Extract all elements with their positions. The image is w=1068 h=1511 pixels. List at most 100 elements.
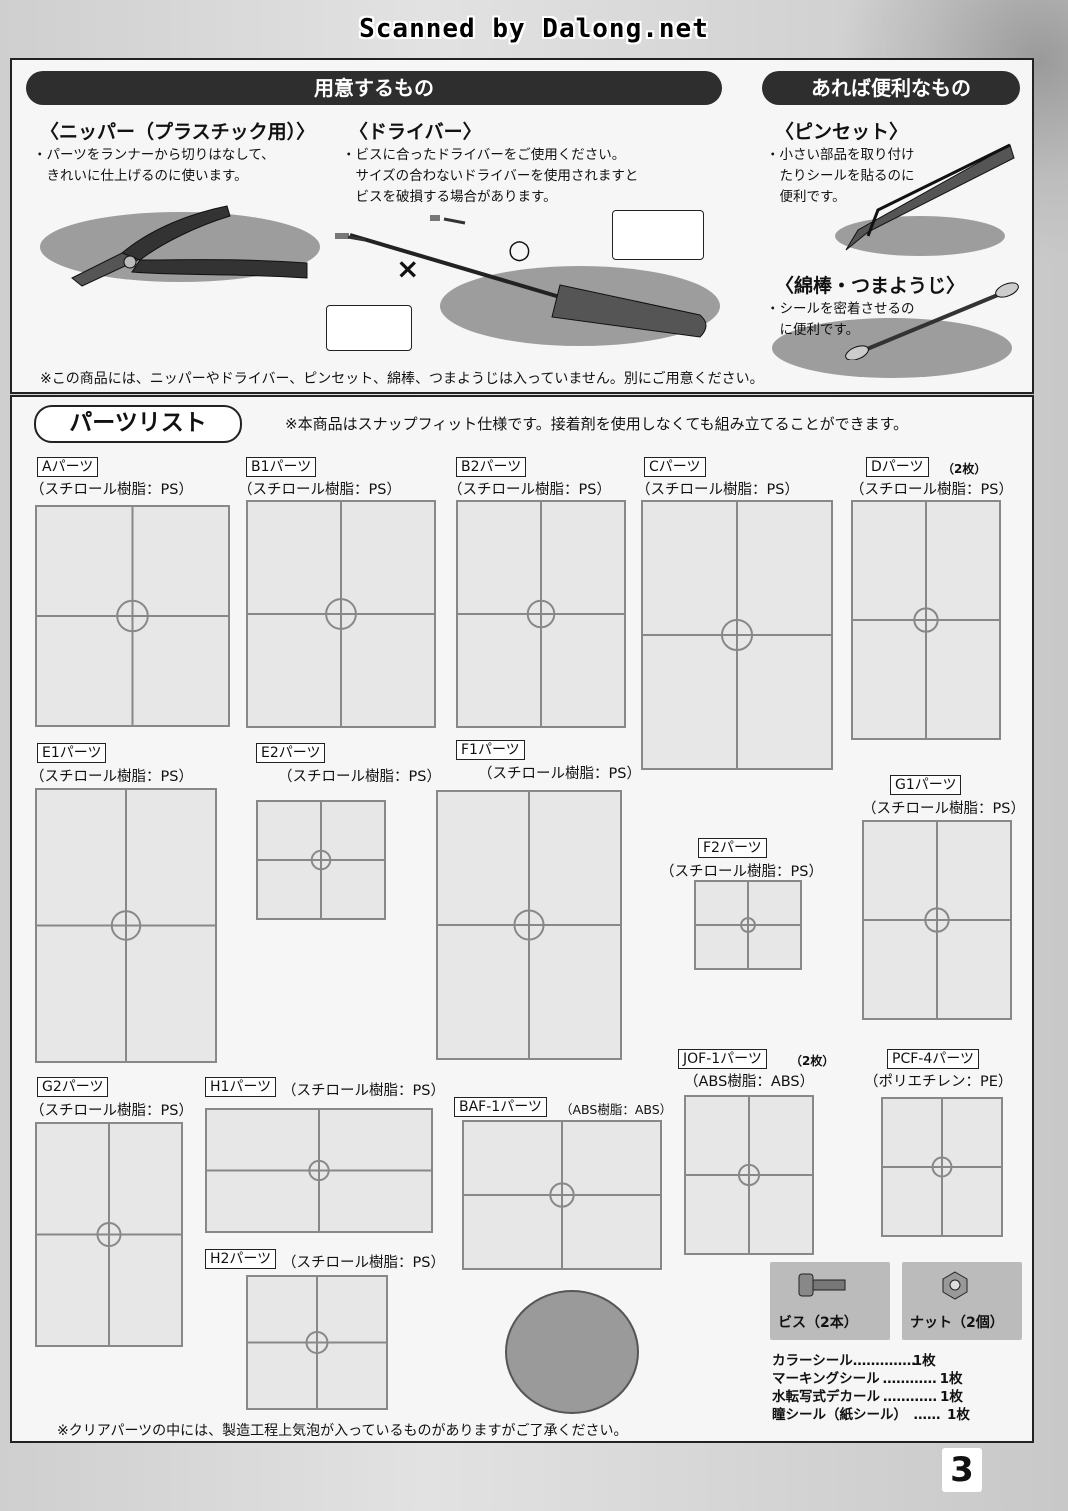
- optional-tools-header: あれば便利なもの: [762, 71, 1020, 105]
- runner-d-count: （2枚）: [942, 462, 987, 476]
- runner-baf1-material: （ABS樹脂：ABS）: [560, 1102, 673, 1117]
- runner-h1-diagram: [205, 1108, 433, 1233]
- runner-b2-material: （スチロール樹脂：PS）: [448, 482, 611, 498]
- screw-label: ビス（2本）: [778, 1315, 858, 1331]
- runner-b1-diagram: [246, 500, 436, 728]
- sprue-lines: [37, 790, 215, 1061]
- runner-h2-material: （スチロール樹脂：PS）: [282, 1255, 445, 1271]
- sprue-lines: [37, 1124, 181, 1345]
- ok-mark: ○: [508, 235, 531, 265]
- runner-b2-diagram: [456, 500, 626, 728]
- runner-d-material: （スチロール樹脂：PS）: [850, 482, 1013, 498]
- sprue-lines: [248, 1277, 386, 1408]
- screw-icon: [798, 1273, 846, 1297]
- sticker-item: 瞳シール（紙シール）……1枚: [772, 1407, 970, 1423]
- swab-desc: ・シールを密着させるの に便利です。: [766, 301, 915, 338]
- runner-h1-label: H1パーツ: [205, 1077, 277, 1097]
- sprue-lines: [853, 502, 999, 738]
- sprue-lines: [207, 1110, 431, 1231]
- page-number: 3: [942, 1448, 982, 1492]
- required-tools-header: 用意するもの: [26, 71, 722, 105]
- runner-e2-material: （スチロール樹脂：PS）: [278, 769, 441, 785]
- watermark: Scanned by Dalong.net: [359, 14, 709, 44]
- runner-e2-diagram: [256, 800, 386, 920]
- sprue-lines: [696, 882, 800, 968]
- runner-d-diagram: [851, 500, 1001, 740]
- sprue-lines: [883, 1099, 1001, 1235]
- runner-c-material: （スチロール樹脂：PS）: [636, 482, 799, 498]
- runner-f2-label: F2パーツ: [698, 838, 767, 858]
- nut-label: ナット（2個）: [910, 1315, 1004, 1331]
- runner-c-label: Cパーツ: [644, 457, 706, 477]
- swab-bg: [772, 318, 1012, 378]
- runner-e2-label: E2パーツ: [256, 743, 326, 763]
- runner-g2-diagram: [35, 1122, 183, 1347]
- runner-a-material: （スチロール樹脂：PS）: [30, 482, 193, 498]
- runner-jof1-count: （2枚）: [790, 1054, 835, 1068]
- runner-pcf4-label: PCF-4パーツ: [887, 1049, 979, 1069]
- runner-f1-diagram: [436, 790, 622, 1060]
- runner-f2-material: （スチロール樹脂：PS）: [660, 864, 823, 880]
- driver-title: 〈ドライバー〉: [349, 121, 482, 143]
- tools-note: ※この商品には、ニッパーやドライバー、ピンセット、綿棒、つまようじは入っていませ…: [40, 371, 764, 387]
- sprue-lines: [458, 502, 624, 726]
- runner-baf1-disc: [505, 1290, 639, 1414]
- runner-a-label: Aパーツ: [37, 457, 99, 477]
- sprue-lines: [37, 507, 228, 725]
- nut-icon: [942, 1271, 968, 1300]
- runner-e1-label: E1パーツ: [37, 743, 107, 763]
- driver-desc: ・ビスに合ったドライバーをご使用ください。 サイズの合わないドライバーを使用され…: [342, 147, 639, 205]
- sprue-lines: [438, 792, 620, 1058]
- ng-mark: ×: [396, 252, 420, 285]
- screwdriver-icon: [335, 215, 707, 338]
- parts-list-title: パーツリスト: [34, 405, 242, 443]
- sprue-lines: [864, 822, 1010, 1018]
- sticker-item: 水転写式デカール…………1枚: [772, 1389, 963, 1405]
- runner-f1-label: F1パーツ: [456, 740, 525, 760]
- runner-jof1-material: （ABS樹脂：ABS）: [684, 1074, 815, 1090]
- tweezers-icon: [845, 143, 1015, 251]
- runner-e1-material: （スチロール樹脂：PS）: [30, 769, 193, 785]
- runner-e1-diagram: [35, 788, 217, 1063]
- ng-tip-box: [326, 305, 412, 351]
- tweezers-title: 〈ピンセット〉: [775, 121, 909, 143]
- sticker-item: マーキングシール…………1枚: [772, 1371, 963, 1387]
- runner-f1-material: （スチロール樹脂：PS）: [478, 766, 641, 782]
- runner-g2-label: G2パーツ: [37, 1077, 109, 1097]
- sprue-lines: [258, 802, 384, 918]
- nipper-desc: ・パーツをランナーから切りはなして、 きれいに仕上げるのに使います。: [33, 147, 275, 184]
- sticker-list: カラーシール……………1枚 マーキングシール…………1枚 水転写式デカール…………: [772, 1352, 970, 1424]
- runner-h2-diagram: [246, 1275, 388, 1410]
- runner-h1-material: （スチロール樹脂：PS）: [282, 1083, 445, 1099]
- parts-list-note: ※本商品はスナップフィット仕様です。接着剤を使用しなくても組み立てることができま…: [285, 415, 909, 433]
- runner-b1-material: （スチロール樹脂：PS）: [238, 482, 401, 498]
- swab-title: 〈綿棒・つまようじ〉: [775, 275, 966, 297]
- clear-parts-note: ※クリアパーツの中には、製造工程上気泡が入っているものがありますがご了承ください…: [57, 1423, 628, 1439]
- sticker-item: カラーシール……………1枚: [772, 1353, 936, 1369]
- runner-baf1-label: BAF-1パーツ: [454, 1097, 547, 1117]
- runner-d-label: Dパーツ: [866, 457, 929, 477]
- runner-a-diagram: [35, 505, 230, 727]
- nut-box: [902, 1262, 1022, 1340]
- sprue-lines: [686, 1097, 812, 1253]
- nipper-title: 〈ニッパー（プラスチック用）〉: [40, 121, 316, 143]
- sprue-lines: [464, 1122, 660, 1268]
- runner-b1-label: B1パーツ: [246, 457, 317, 477]
- runner-h2-label: H2パーツ: [205, 1249, 277, 1269]
- sprue-lines: [248, 502, 434, 726]
- runner-jof1-label: JOF-1パーツ: [678, 1049, 767, 1069]
- runner-g2-material: （スチロール樹脂：PS）: [30, 1103, 193, 1119]
- screw-box: [770, 1262, 890, 1340]
- sprue-lines: [643, 502, 831, 768]
- runner-jof1-diagram: [684, 1095, 814, 1255]
- runner-pcf4-diagram: [881, 1097, 1003, 1237]
- nipper-icon: [71, 205, 308, 287]
- swab-icon: [845, 282, 1019, 360]
- runner-baf1-diagram: [462, 1120, 662, 1270]
- runner-c-diagram: [641, 500, 833, 770]
- runner-b2-label: B2パーツ: [456, 457, 527, 477]
- runner-pcf4-material: （ポリエチレン：PE）: [864, 1074, 1013, 1090]
- runner-g1-material: （スチロール樹脂：PS）: [862, 801, 1025, 817]
- runner-g1-label: G1パーツ: [890, 775, 962, 795]
- ok-tip-box: [612, 210, 704, 260]
